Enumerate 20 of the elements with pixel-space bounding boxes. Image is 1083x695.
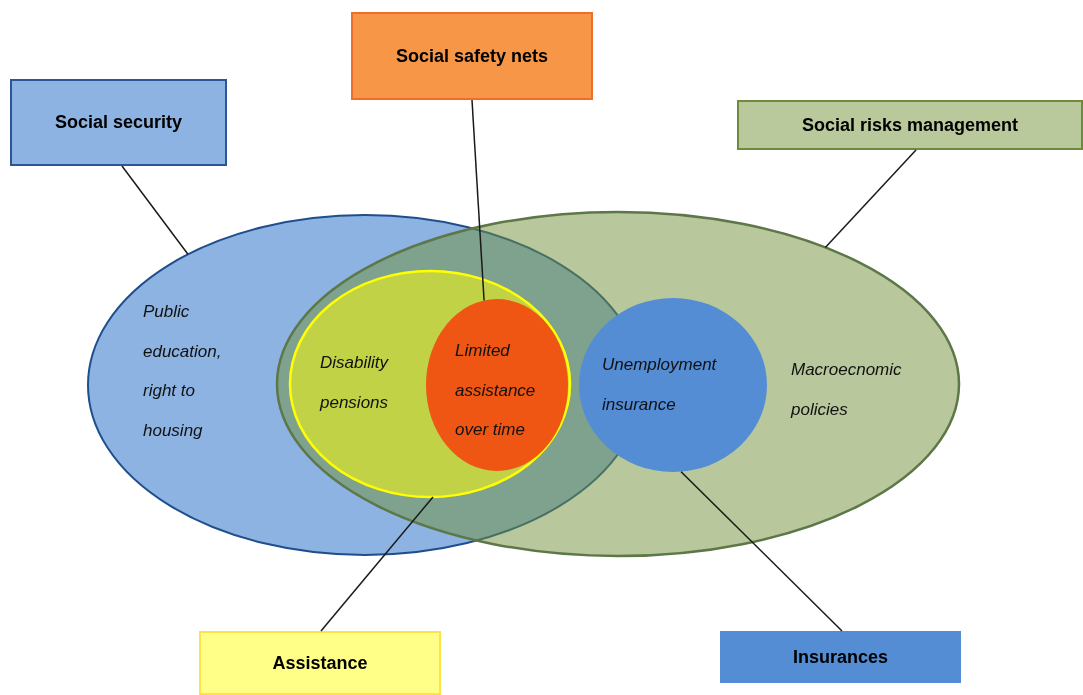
box-label: Social security xyxy=(54,112,183,133)
box-label: Social risks management xyxy=(801,114,1019,136)
box-label: Insurances xyxy=(792,646,888,668)
label-box xyxy=(351,12,593,100)
set-label: Unemployment insurance xyxy=(602,354,718,416)
box-label: Assistance xyxy=(272,652,368,674)
set-label: Macroecnomic policies xyxy=(791,359,903,421)
label-box xyxy=(720,631,961,683)
leader-line xyxy=(320,496,434,632)
leader-line xyxy=(824,149,917,249)
leader-line xyxy=(121,165,189,255)
set-label: Disability pensions xyxy=(320,352,390,414)
leader-line xyxy=(680,470,843,632)
label-box xyxy=(199,631,441,695)
label-box xyxy=(737,100,1083,150)
box-label: Social safety nets xyxy=(395,45,549,67)
set-label: Limited assistance over time xyxy=(455,340,537,441)
set-label: Public education, right to housing xyxy=(143,301,223,442)
leader-line xyxy=(471,99,485,302)
label-box xyxy=(10,79,227,166)
